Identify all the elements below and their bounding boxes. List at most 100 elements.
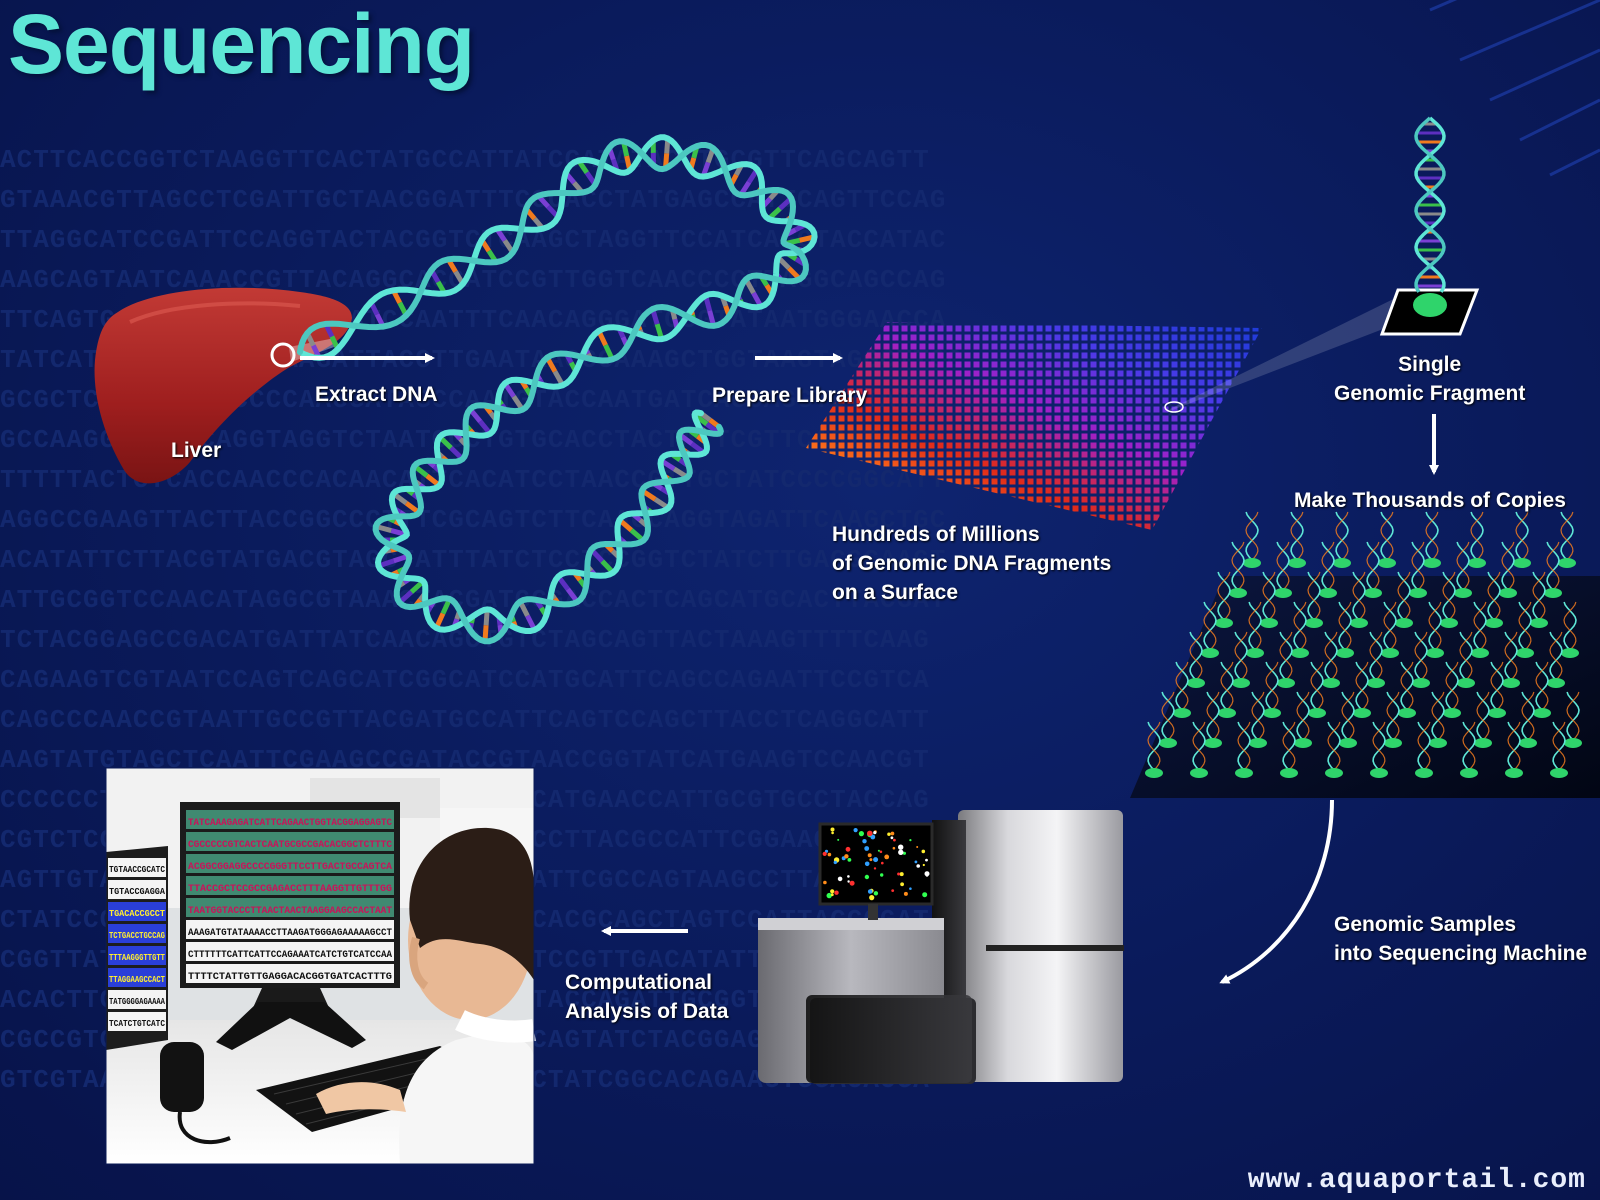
dna-cluster (1471, 601, 1489, 658)
dna-cluster (1544, 541, 1562, 598)
dna-cluster (1249, 691, 1267, 748)
dna-cluster (1398, 661, 1416, 718)
monitor-left-sequence-line: TGACACCGCCT (109, 909, 166, 919)
background-sequence-row: CAGAAGTCGTAATCCAGTCAGCATCGGCATCCATGCATTC… (0, 665, 930, 695)
sample-circle (270, 342, 296, 368)
dna-cluster (1277, 631, 1295, 688)
sequencing-signal (831, 831, 834, 835)
sequencing-signal (899, 872, 904, 877)
dna-cluster (1204, 691, 1222, 748)
dna-cluster (1243, 511, 1261, 568)
sequencing-signal (898, 844, 904, 850)
dna-cluster (1229, 541, 1247, 598)
sequencing-signal (864, 874, 870, 880)
sequencing-signal (847, 875, 850, 878)
sequencing-signal (826, 892, 832, 899)
sequencing-signal (830, 889, 835, 894)
sequencing-signal (837, 838, 840, 841)
sequencing-signal (858, 831, 865, 837)
dna-cluster (1215, 571, 1233, 628)
label-liver: Liver (171, 439, 222, 462)
background-sequence-row: ACTTCACCGGTCTAAGGTTCACTATGCCATTATCCATATA… (0, 145, 930, 175)
dna-cluster (1460, 721, 1478, 778)
monitor-sequence-line: TATCAAAGAGATCATTCAGAACTGGTACGGAGGAGTC (188, 818, 392, 829)
dna-strand (1414, 116, 1446, 293)
dna-cluster (1232, 631, 1250, 688)
sequencing-signal (873, 867, 877, 870)
sequencing-signal (922, 892, 928, 898)
label-prepare-library: Prepare Library (712, 384, 868, 407)
label-computational: Computational Analysis of Data (565, 971, 729, 1023)
dna-cluster (1280, 721, 1298, 778)
dna-cluster (1305, 571, 1323, 628)
dna-cluster (1440, 571, 1458, 628)
sequencing-signal (890, 831, 895, 836)
dna-cluster (1381, 601, 1399, 658)
background-sequence-row: TCTACGGAGCCGACATGATTATCAACAGCTGTCTAGCAGT… (0, 625, 930, 655)
monitor-sequence-line: TTTTCTATTGTTGAGGACACGGTGATCACTTTG (188, 972, 392, 983)
dna-cluster (1190, 721, 1208, 778)
background-sequence-row: ACATATTCTTACGTATGACGTAGCTATTTATCTCCTCCGG… (0, 545, 947, 575)
background-sequence-row: AGGCCGAAGTTACTTACCGGCCCTTTCGCAGTCTTCAACC… (0, 505, 947, 535)
dna-cluster (1339, 691, 1357, 748)
machine-screen (818, 822, 934, 906)
sequencing-signal (822, 851, 827, 857)
dna-cluster (1499, 541, 1517, 598)
dna-cluster (1187, 631, 1205, 688)
dna-cluster (1333, 511, 1351, 568)
sequencing-signal (898, 849, 904, 855)
dna-cluster (1519, 691, 1537, 748)
dna-cluster (1218, 661, 1236, 718)
background-sequence-row: ATTGCGGTCCAACATAGGCGTAAACTACGATGCGACCACT… (0, 585, 947, 615)
dna-cluster (1530, 571, 1548, 628)
dna-cluster (1288, 511, 1306, 568)
sequencing-signal (869, 858, 873, 862)
dna-cluster (1367, 631, 1385, 688)
sequencing-signal (873, 857, 879, 863)
dna-cluster (1294, 691, 1312, 748)
dna-cluster (1423, 511, 1441, 568)
monitor-sequence-line: CTTTTTTCATTCATTCCAGAAATCATCTGTCATCCAA (188, 950, 392, 961)
sequencing-signal (870, 834, 876, 840)
watermark: www.aquaportail.com (1247, 1165, 1586, 1196)
monitor-left-sequence-line: TCATCTGTCATC (109, 1019, 166, 1029)
dna-cluster (1550, 721, 1568, 778)
sequencing-signal (891, 889, 895, 892)
sequencing-signal (864, 861, 870, 867)
sequencing-signal (902, 851, 907, 855)
page-title: Sequencing (8, 0, 475, 91)
dna-cluster (1561, 601, 1579, 658)
single-fragment-helix (1414, 116, 1446, 293)
dna-cluster (1412, 631, 1430, 688)
dna-cluster (1336, 601, 1354, 658)
dna-cluster (1468, 511, 1486, 568)
monitor-sequence-line: TAATGGTACCCTTAACTAACTAAGGAAGCCACTAAT (188, 906, 392, 917)
sequencing-signal (925, 858, 928, 862)
dna-cluster (1263, 661, 1281, 718)
monitor-left-sequence-line: TTTAAGGGTTGTT (109, 953, 165, 963)
sequencing-signal (830, 827, 835, 832)
dna-cluster (1454, 541, 1472, 598)
sequencing-signal (881, 861, 884, 865)
dna-cluster (1370, 721, 1388, 778)
monitor-left-sequence-line: TGTACCGAGGA (109, 887, 166, 897)
sequencing-signal (887, 832, 891, 836)
dna-strand (297, 138, 809, 645)
monitor-left-sequence-line: TTAGGAAGCCACT (109, 975, 165, 985)
sequencing-signal (897, 872, 901, 876)
sequencing-signal (867, 830, 873, 837)
monitor-left-sequence-line: TCTGACCTGCCAG (109, 931, 165, 941)
label-make-copies: Make Thousands of Copies (1294, 489, 1566, 512)
sequencing-signal (862, 839, 867, 844)
dna-cluster (1485, 571, 1503, 628)
sequencing-signal (916, 846, 919, 848)
liver-illustration (94, 287, 353, 484)
dna-cluster (1260, 571, 1278, 628)
sequencing-signal (845, 846, 851, 852)
arrow-sequencing (1219, 799, 1334, 984)
dna-cluster (1415, 721, 1433, 778)
dna-cluster (1145, 721, 1163, 778)
dna-cluster (1325, 721, 1343, 778)
sequencing-signal (893, 838, 896, 842)
